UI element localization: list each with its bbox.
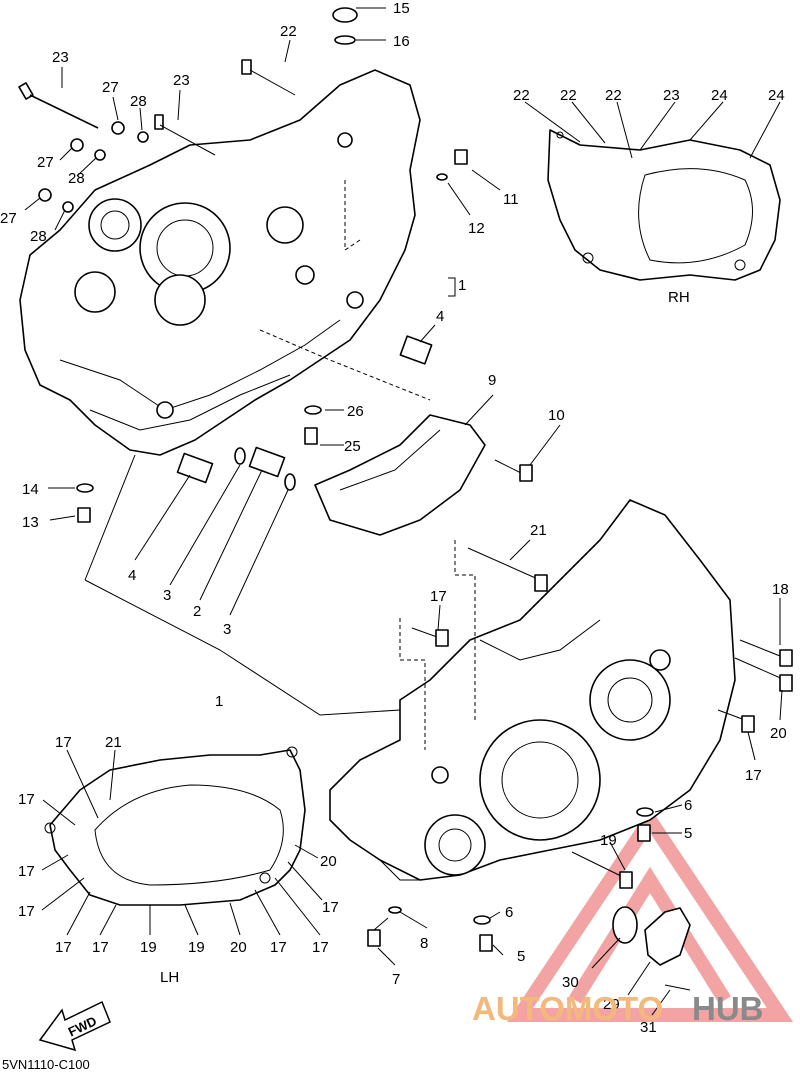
label-22: 22 — [605, 87, 622, 104]
label-17: 17 — [745, 767, 762, 784]
label-1: 1 — [215, 693, 223, 710]
label-17: 17 — [55, 734, 72, 751]
label-3: 3 — [163, 587, 171, 604]
label-30: 30 — [562, 974, 579, 991]
label-19: 19 — [600, 832, 617, 849]
label-9: 9 — [488, 372, 496, 389]
label-19: 19 — [188, 939, 205, 956]
rh-caption: RH — [668, 289, 690, 306]
label-24: 23 — [52, 49, 69, 66]
label-13: 13 — [22, 514, 39, 531]
lh-caption: LH — [160, 969, 179, 986]
rh-crankcase-inset — [547, 129, 781, 281]
leader-lines — [24, 7, 783, 1016]
left-crankcase-half — [19, 69, 431, 456]
label-22: 22 — [513, 87, 530, 104]
lh-crankcase-gasket — [44, 746, 306, 906]
label-5: 5 — [517, 948, 525, 965]
automotohub-watermark — [506, 807, 794, 1022]
label-7: 7 — [392, 971, 400, 988]
label-27: 27 — [102, 79, 119, 96]
label-22: 22 — [280, 23, 297, 40]
part-number-labels: 23 22 15 16 27 28 23 27 28 27 28 11 12 1… — [0, 0, 789, 1036]
label-17: 17 — [322, 899, 339, 916]
label-24: 24 — [768, 87, 785, 104]
label-17: 17 — [270, 939, 287, 956]
label-21: 21 — [530, 522, 547, 539]
label-17: 17 — [18, 863, 35, 880]
label-27: 27 — [0, 210, 17, 227]
label-6: 6 — [505, 904, 513, 921]
label-3: 3 — [223, 621, 231, 638]
fasteners-and-small-parts — [18, 7, 793, 991]
label-28: 28 — [30, 228, 47, 245]
label-6: 6 — [684, 797, 692, 814]
watermark-text: AUTOMOTO HUB — [472, 990, 764, 1027]
label-8: 8 — [420, 935, 428, 952]
label-26: 26 — [347, 403, 364, 420]
crankcase-cover-9 — [314, 414, 486, 536]
label-23: 23 — [173, 72, 190, 89]
label-28: 28 — [68, 170, 85, 187]
watermark-hub: HUB — [692, 990, 764, 1027]
label-23: 23 — [663, 87, 680, 104]
label-5: 5 — [684, 825, 692, 842]
label-31: 31 — [640, 1019, 657, 1036]
label-17: 17 — [18, 903, 35, 920]
label-29: 29 — [603, 996, 620, 1013]
label-16: 16 — [393, 33, 410, 50]
label-20: 20 — [230, 939, 247, 956]
label-20: 20 — [320, 853, 337, 870]
label-20: 20 — [770, 725, 787, 742]
label-4: 4 — [128, 567, 136, 584]
label-12: 12 — [468, 220, 485, 237]
label-4: 4 — [436, 308, 444, 325]
label-28: 28 — [130, 93, 147, 110]
label-10: 10 — [548, 407, 565, 424]
label-17: 17 — [312, 939, 329, 956]
label-2: 2 — [193, 603, 201, 620]
label-15: 15 — [393, 0, 410, 17]
diagram-code: 5VN1110-C100 — [2, 1057, 90, 1072]
label-1: 1 — [458, 277, 466, 294]
label-17: 17 — [55, 939, 72, 956]
label-27: 27 — [37, 154, 54, 171]
label-11: 11 — [503, 191, 519, 208]
forward-arrow-icon: FWD — [38, 1000, 111, 1052]
label-25: 25 — [344, 438, 361, 455]
label-14: 14 — [22, 481, 39, 498]
label-17: 17 — [92, 939, 109, 956]
label-17: 17 — [430, 588, 447, 605]
label-24: 24 — [711, 87, 728, 104]
label-17: 17 — [18, 791, 35, 808]
right-crankcase-half — [329, 499, 736, 881]
label-22: 22 — [560, 87, 577, 104]
label-19: 19 — [140, 939, 157, 956]
watermark-automoto: AUTOMOTO — [472, 990, 663, 1027]
label-21: 21 — [105, 734, 122, 751]
label-18: 18 — [772, 581, 789, 598]
